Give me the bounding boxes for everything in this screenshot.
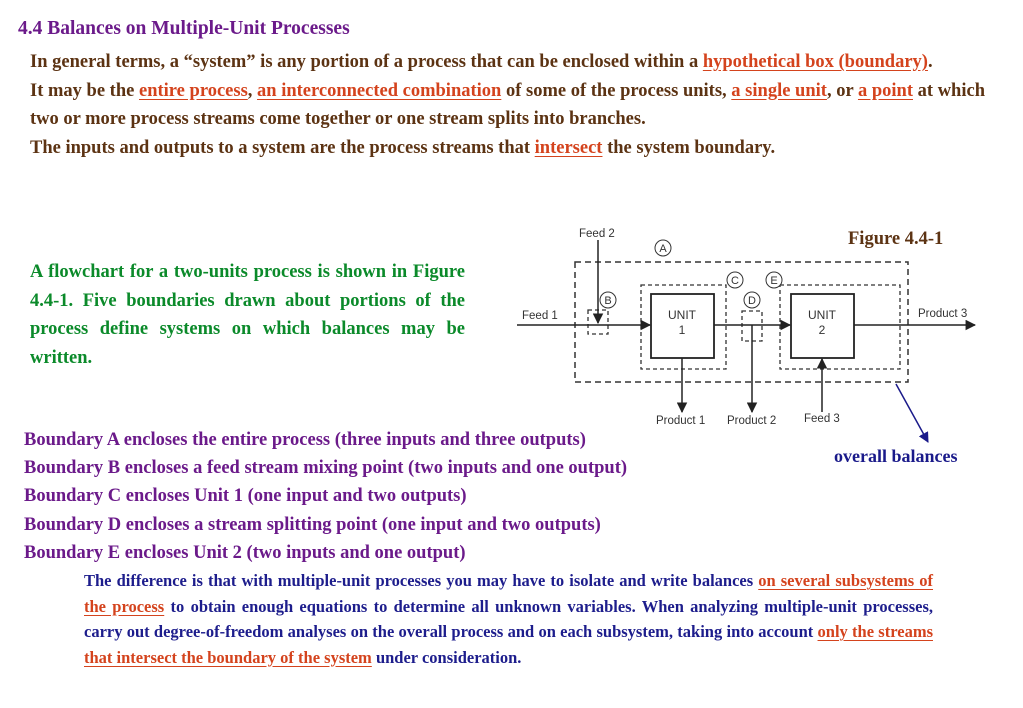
highlight-single-unit: a single unit	[731, 80, 827, 101]
unit-1-label-line2: 1	[679, 323, 686, 337]
boundary-item-c: Boundary C encloses Unit 1 (one input an…	[24, 486, 467, 507]
label-a-circle: A	[654, 239, 672, 257]
unit-1-label-line1: UNIT	[668, 308, 697, 322]
highlight-entire-process: entire process	[139, 80, 248, 101]
label-b-circle: B	[599, 291, 617, 309]
figure-caption: Figure 4.4-1	[848, 229, 944, 249]
feed-3-label: Feed 3	[804, 413, 840, 425]
svg-text:D: D	[748, 295, 756, 307]
highlight-hypothetical-box: hypothetical box (boundary)	[702, 52, 928, 72]
highlight-a-point: a point	[857, 80, 913, 101]
intro-paragraph-1: In general terms, a “system” is any port…	[30, 52, 933, 72]
svg-text:C: C	[731, 275, 739, 287]
product-1-label: Product 1	[656, 415, 705, 427]
flowchart-description: A flowchart for a two-units process is s…	[30, 262, 465, 368]
overall-balances-label: overall balances	[834, 446, 958, 466]
label-d-circle: D	[743, 291, 761, 309]
boundary-item-a: Boundary A encloses the entire process (…	[24, 430, 586, 450]
unit-2-box	[790, 293, 855, 359]
process-flowchart: A B C D E UNIT 1 UNIT 2 Feed 1 Feed 2 Pr…	[517, 228, 977, 427]
highlight-intersecting-streams: only the streams that intersect the boun…	[84, 622, 933, 667]
boundary-item-b: Boundary B encloses a feed stream mixing…	[24, 458, 628, 479]
product-3-label: Product 3	[918, 308, 967, 320]
feed-2-label: Feed 2	[579, 228, 615, 240]
boundary-list: Boundary A encloses the entire process (…	[24, 426, 627, 567]
svg-text:E: E	[770, 275, 777, 287]
unit-2-label-line2: 2	[819, 323, 826, 337]
svg-text:A: A	[659, 243, 667, 255]
boundary-item-e: Boundary E encloses Unit 2 (two inputs a…	[24, 542, 466, 563]
page-title: 4.4 Balances on Multiple-Unit Processes	[18, 18, 350, 39]
boundary-item-d: Boundary D encloses a stream splitting p…	[24, 514, 601, 535]
unit-2-label-line1: UNIT	[808, 308, 837, 322]
intro-paragraph-3: The inputs and outputs to a system are t…	[30, 137, 776, 158]
highlight-interconnected-combination: an interconnected combination	[257, 80, 502, 101]
highlight-intersect: intersect	[534, 137, 603, 158]
svg-text:B: B	[604, 295, 611, 307]
intro-section: In general terms, a “system” is any port…	[30, 48, 985, 162]
product-2-label: Product 2	[727, 415, 776, 427]
feed-1-label: Feed 1	[522, 310, 558, 322]
label-e-circle: E	[765, 271, 783, 289]
boundary-a	[574, 261, 909, 383]
summary-paragraph: The difference is that with multiple-uni…	[84, 571, 934, 667]
boundary-e	[779, 284, 901, 370]
overall-balances-pointer	[895, 383, 929, 443]
intro-paragraph-2: It may be the entire process, an interco…	[30, 80, 985, 130]
label-c-circle: C	[726, 271, 744, 289]
highlight-several-subsystems: on several subsystems of the process	[84, 571, 934, 616]
